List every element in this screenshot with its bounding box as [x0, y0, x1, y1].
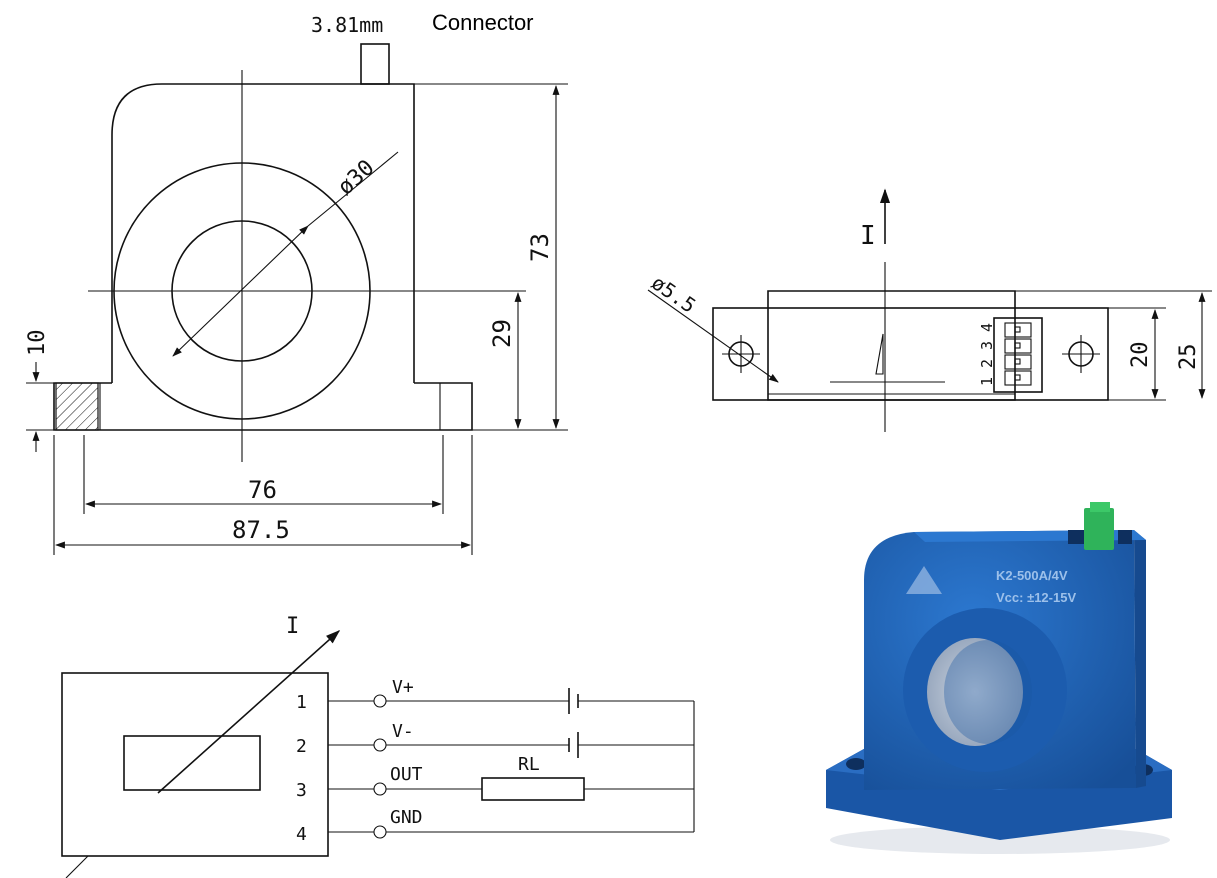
- body-dim-label: 20: [1128, 342, 1153, 369]
- side-current-label: I: [860, 221, 876, 251]
- side-flange: [712, 307, 1109, 401]
- product-photo: K2-500A/4V Vcc: ±12-15V: [826, 502, 1172, 854]
- signal-out: OUT: [390, 764, 423, 785]
- pin-1-number: 1: [296, 692, 307, 713]
- pin-3-number: 3: [296, 780, 307, 801]
- signal-vplus: V+: [392, 677, 414, 698]
- load-resistor: [481, 777, 585, 801]
- bore-diameter-line: [172, 225, 309, 357]
- pin-2-number: 2: [296, 736, 307, 757]
- total-dim-label: 25: [1176, 344, 1201, 371]
- height-total-label: 73: [526, 233, 554, 262]
- pin-4-number: 4: [296, 824, 307, 845]
- bore-diameter-leader: [307, 151, 399, 227]
- product-supply-text: Vcc: ±12-15V: [996, 590, 1076, 605]
- terminal-4: [373, 825, 387, 839]
- hole-dim-label: ø5.5: [647, 270, 700, 317]
- hole-spacing-label: 76: [248, 476, 277, 504]
- signal-vminus: V-: [392, 721, 414, 742]
- side-body: [767, 290, 1016, 401]
- mounting-hole-section: [55, 382, 99, 431]
- side-pin-2: 2: [978, 359, 996, 368]
- sensor-base-outline: [53, 382, 473, 431]
- bore-diameter-label: ø30: [333, 155, 379, 200]
- side-pin-3: 3: [978, 341, 996, 350]
- side-view: I ø5.5 1 2: [647, 188, 1212, 432]
- sensor-current-arrow: [157, 630, 341, 794]
- wiring-diagram: I 1 2 3 4 V+ V- OUT GND RL: [61, 614, 695, 878]
- product-model-text: K2-500A/4V: [996, 568, 1068, 583]
- front-view: 3.81mm Connector ø30 73 29 10: [25, 10, 568, 555]
- side-pin-1: 1: [978, 377, 996, 386]
- terminal-3: [373, 782, 387, 796]
- width-total-label: 87.5: [232, 516, 290, 544]
- connector-stub: [360, 43, 390, 85]
- foot-height-label: 10: [25, 330, 50, 357]
- center-height-label: 29: [488, 319, 516, 348]
- side-pin-4: 4: [978, 323, 996, 332]
- product-bore: [927, 638, 1023, 746]
- product-connector: [1084, 508, 1114, 550]
- product-hole-left: [846, 758, 866, 770]
- terminal-2: [373, 738, 387, 752]
- side-connector: [993, 317, 1043, 393]
- sensor-box: [61, 672, 329, 857]
- connector-label: Connector: [432, 10, 534, 35]
- sensor-leader: [65, 855, 89, 878]
- sensor-element: [123, 735, 261, 791]
- sensor-body-outline: [111, 83, 415, 383]
- terminal-1: [373, 694, 387, 708]
- product-logo: [906, 566, 942, 594]
- signal-gnd: GND: [390, 807, 423, 828]
- side-internal-arrow: [875, 333, 884, 375]
- hole-dim-leader: [647, 289, 779, 383]
- connector-size-label: 3.81mm: [311, 13, 383, 37]
- wiring-current-label: I: [286, 614, 299, 639]
- side-connector-pins: [1004, 322, 1032, 386]
- load-resistor-label: RL: [518, 754, 540, 775]
